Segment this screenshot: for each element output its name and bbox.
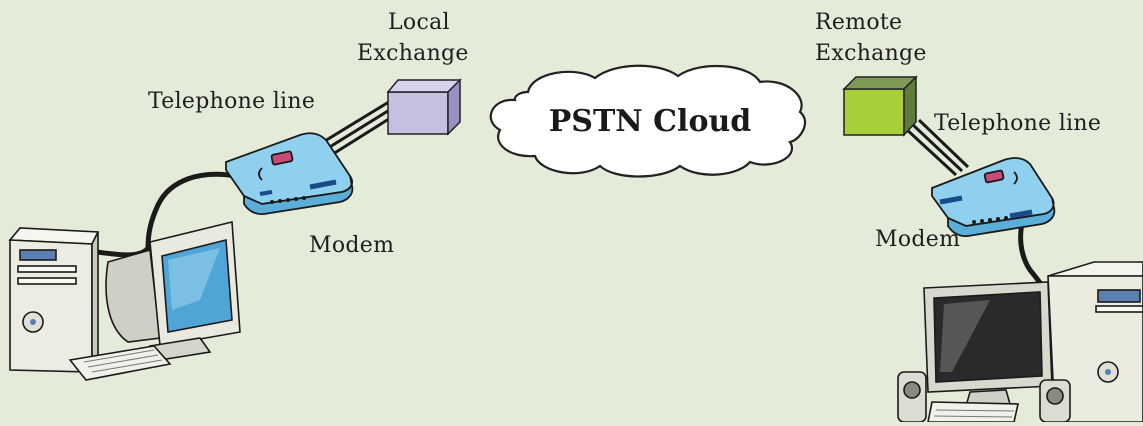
pstn-cloud-icon: PSTN Cloud (489, 64, 807, 178)
remote-exchange-icon (842, 75, 918, 137)
modem-label-left: Modem (309, 233, 395, 258)
keyboard-left (68, 345, 172, 381)
modem-left-icon (225, 132, 354, 216)
tower-left (8, 227, 100, 373)
monitor-right (923, 281, 1053, 407)
modem-right-icon (931, 157, 1056, 238)
modem-to-computer-cable-left (96, 171, 237, 258)
monitor-left (105, 220, 241, 361)
telephone-line-right (903, 118, 970, 177)
remote-exchange-label-line2: Exchange (815, 41, 927, 66)
keyboard-right (927, 401, 1019, 423)
tower-right (1047, 261, 1143, 423)
telephone-line-label-right: Telephone line (934, 111, 1102, 136)
remote-exchange-label-line1: Remote (815, 10, 903, 35)
local-exchange-label-line1: Local (388, 10, 450, 35)
speaker-left (897, 371, 927, 423)
computer-left-icon (8, 220, 241, 381)
telephone-line-label-left: Telephone line (148, 89, 316, 114)
local-exchange-icon (386, 78, 462, 136)
local-exchange-label-line2: Exchange (357, 41, 469, 66)
cloud-label: PSTN Cloud (549, 104, 752, 139)
speaker-right (1039, 379, 1071, 423)
modem-label-right: Modem (875, 227, 961, 252)
computer-right-icon (897, 261, 1143, 423)
